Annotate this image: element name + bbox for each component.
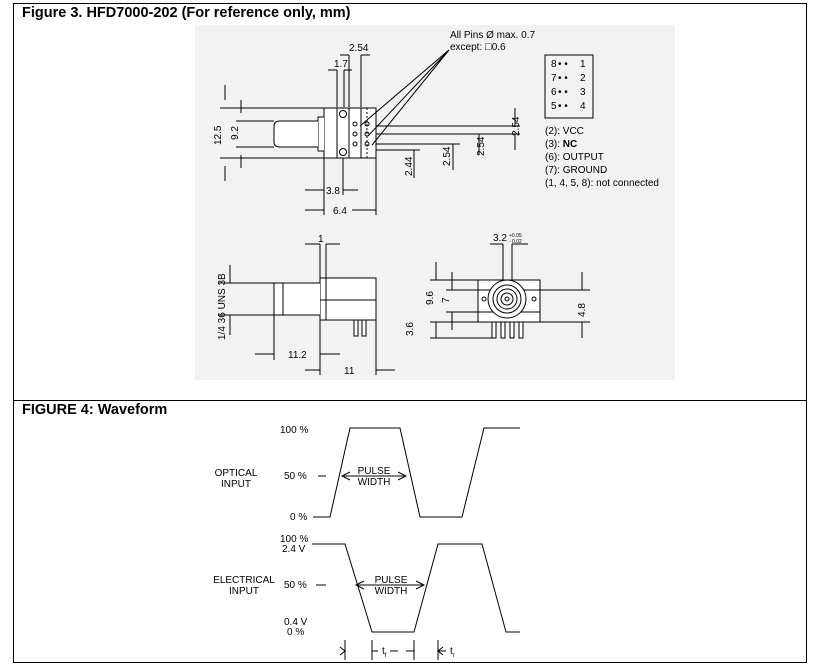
optical-pulse-line1: PULSE	[358, 466, 391, 477]
electrical-pulse-line1: PULSE	[375, 575, 408, 586]
waveform-optical	[313, 427, 520, 518]
pin-label-right: 4	[580, 101, 586, 112]
electrical-label-line2: INPUT	[229, 586, 259, 597]
pin-dots: • •	[558, 87, 568, 98]
thread-spec: 1/4 36 UNS 3B	[217, 273, 228, 340]
dim-3-2-tol-minus: - 0.02	[509, 239, 522, 245]
pins-note-line2: except: □0.6	[450, 41, 506, 53]
pin-label-left: 5	[551, 101, 557, 112]
dim-2-44: 2.44	[404, 156, 415, 176]
section-divider	[13, 400, 807, 401]
dim-1-7: 1.7	[334, 59, 348, 70]
dim-9-2: 9.2	[230, 126, 241, 140]
waveform-electrical	[312, 543, 520, 660]
legend-row: (2): VCC	[545, 126, 584, 137]
optical-level-50: 50 %	[284, 471, 307, 482]
pin-label-left: 7	[551, 73, 557, 84]
dim-2-54-b: 2.54	[476, 136, 487, 156]
dim-11-2: 11.2	[288, 350, 307, 361]
pin-diagram-box	[544, 54, 594, 119]
legend-row: (7): GROUND	[545, 165, 607, 176]
front-view	[430, 243, 590, 339]
dim-2-54-c: 2.54	[442, 146, 453, 166]
legend-row: (6): OUTPUT	[545, 152, 604, 163]
dim-12-5: 12.5	[213, 125, 224, 145]
optical-pulse-line2: WIDTH	[358, 477, 391, 488]
legend-row: (3): NC	[545, 139, 577, 150]
dim-2-54-right: 2.54	[511, 116, 522, 136]
figure4-title: FIGURE 4: Waveform	[22, 402, 168, 418]
dim-1: 1	[318, 234, 324, 245]
electrical-level-0: 0 %	[287, 627, 304, 638]
rise-time-label: tr	[450, 646, 455, 659]
side-view-bottom	[218, 243, 395, 375]
electrical-label-line1: ELECTRICAL	[213, 575, 275, 586]
electrical-pulse-line2: WIDTH	[375, 586, 408, 597]
pin-dots: • •	[558, 59, 568, 70]
electrical-level-100-voltage: 2.4 V	[282, 544, 306, 555]
pin-legend: (2): VCC (3): NC (6): OUTPUT (7): GROUND…	[545, 126, 659, 189]
pin-dots: • •	[558, 73, 568, 84]
pin-dots: • •	[558, 101, 568, 112]
optical-label-line1: OPTICAL	[215, 468, 258, 479]
dim-9-6: 9.6	[425, 291, 436, 305]
pin-label-right: 1	[580, 59, 586, 70]
pin-label-right: 2	[580, 73, 586, 84]
figure-frame	[13, 3, 807, 663]
dim-6-4: 6.4	[333, 206, 347, 217]
pin-label-left: 6	[551, 87, 557, 98]
pins-note-line1: All Pins Ø max. 0.7	[450, 30, 535, 41]
dim-3-2-tol-plus: +0.05	[509, 233, 522, 239]
drawing-background	[195, 25, 675, 380]
dim-3-8: 3.8	[326, 186, 340, 197]
dim-4-8: 4.8	[577, 303, 588, 317]
optical-level-100: 100 %	[280, 425, 308, 436]
dim-2-54-top: 2.54	[349, 43, 369, 54]
pin-diagram: 8 • • 1 7 • • 2 6 • • 3 5 • • 4	[551, 59, 586, 112]
optical-level-0: 0 %	[290, 512, 307, 523]
dim-11: 11	[344, 366, 355, 377]
legend-row: (1, 4, 5, 8): not connected	[545, 178, 659, 189]
electrical-level-low-voltage: 0.4 V	[284, 617, 308, 628]
electrical-level-50: 50 %	[284, 580, 307, 591]
dim-3-2: 3.2	[493, 233, 507, 244]
optical-label-line2: INPUT	[221, 479, 251, 490]
dim-7: 7	[441, 297, 452, 303]
figure3-title: Figure 3. HFD7000-202 (For reference onl…	[22, 5, 351, 21]
electrical-level-100: 100 %	[280, 534, 308, 545]
pin-label-left: 8	[551, 59, 557, 70]
pin-label-right: 3	[580, 87, 586, 98]
side-view-top	[220, 49, 520, 215]
dim-3-6: 3.6	[405, 322, 416, 336]
fall-time-label: tf	[382, 646, 387, 659]
